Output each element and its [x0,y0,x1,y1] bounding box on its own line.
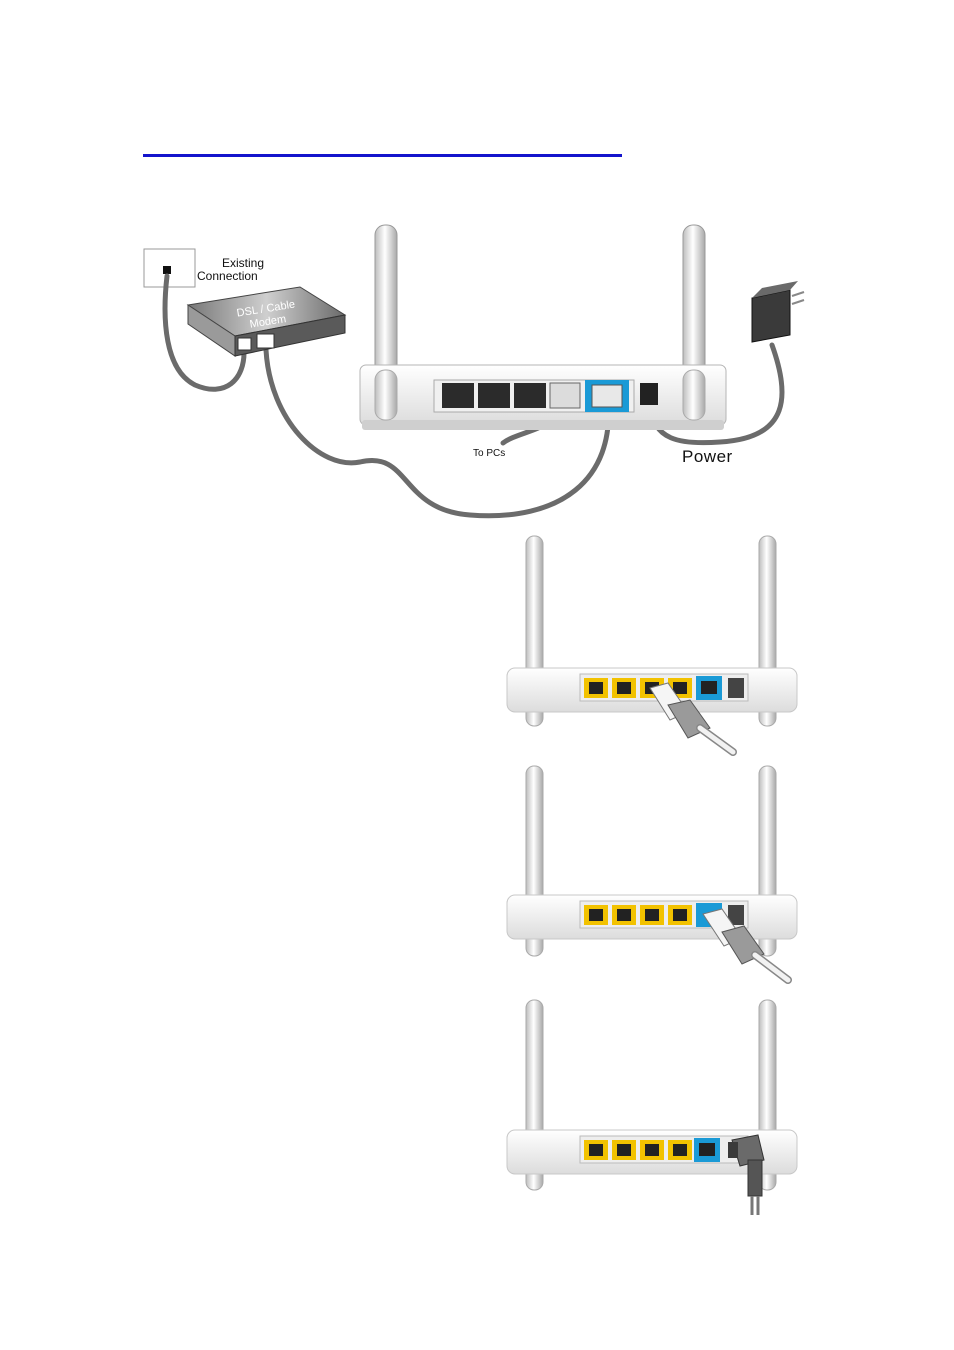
router-step-power [507,1000,797,1215]
existing-connection-label-line2: Connection [197,270,258,283]
router-step-lan [507,536,797,752]
existing-label-line2: Connection [197,270,258,283]
power-plug-icon [728,1135,764,1215]
router-step-wan [507,766,797,980]
power-adapter-icon [752,281,804,342]
power-label: Power [682,447,733,467]
wall-jack-icon [144,249,195,287]
router-icon [360,225,726,430]
to-pcs-label: To PCs [473,448,505,459]
